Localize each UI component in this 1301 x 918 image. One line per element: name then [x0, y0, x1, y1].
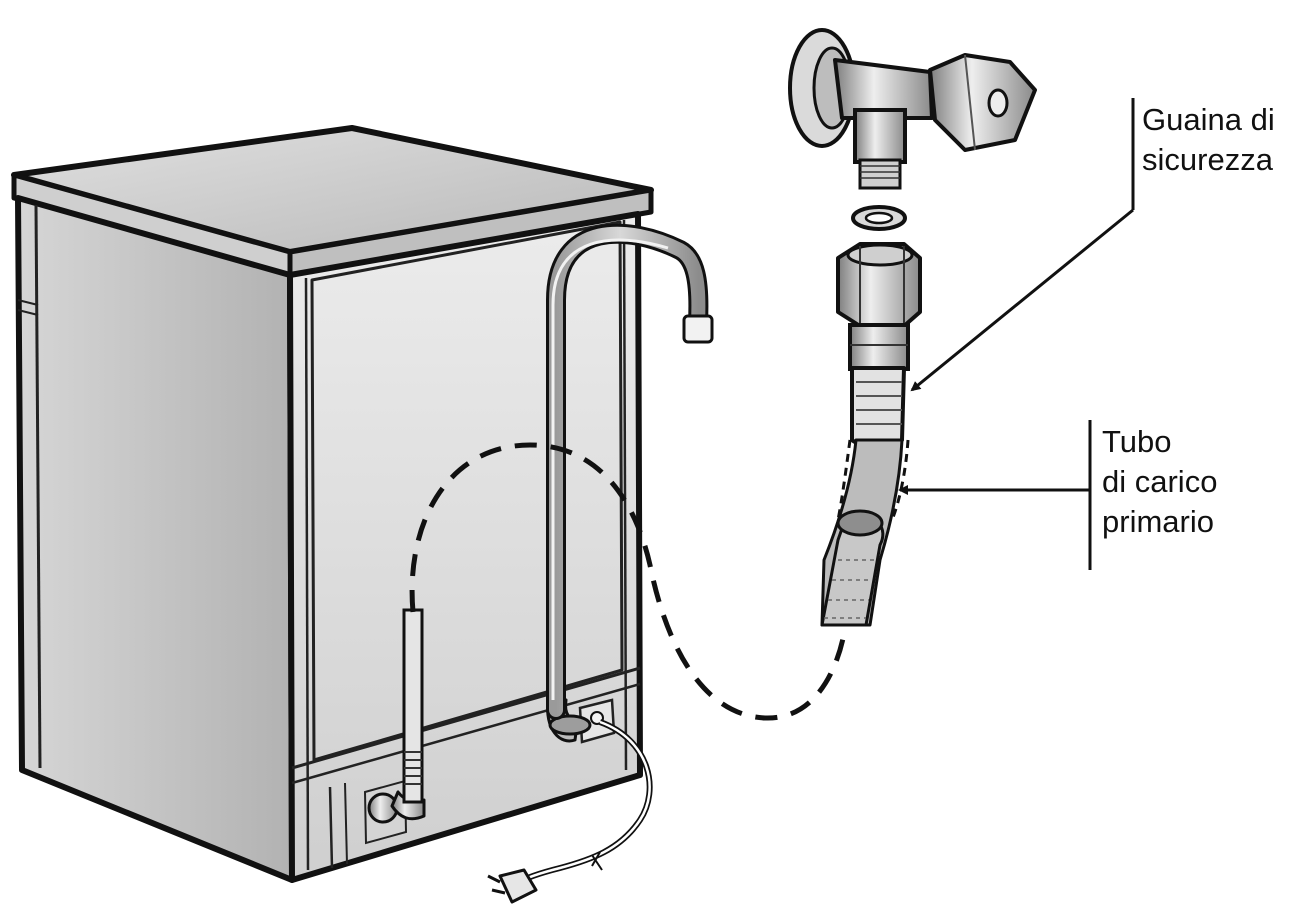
water-inlet-fitting: [363, 779, 426, 845]
sealing-washer: [851, 205, 907, 231]
label-safety-sheath-line-1: Guaina di: [1142, 102, 1275, 137]
drain-hose: [546, 223, 714, 720]
power-plug: [487, 868, 538, 904]
tap-handle: [928, 53, 1037, 152]
callout-supply-hose: Tubo di carico primario: [898, 420, 1226, 570]
label-supply-hose: Tubo di carico primario: [1102, 424, 1226, 539]
drain-hose-end: [682, 314, 714, 344]
dishwasher-back-panel: [287, 211, 643, 883]
callout-safety-sheath: Guaina di sicurezza: [910, 98, 1283, 392]
hose-route-dashed: [409, 442, 848, 721]
supply-hose-assembly: [820, 242, 922, 627]
label-supply-hose-line-2: di carico: [1102, 464, 1217, 499]
power-socket: [578, 698, 616, 744]
label-supply-hose-line-3: primario: [1102, 504, 1214, 539]
safety-sheath: [850, 366, 906, 449]
label-safety-sheath-line-2: sicurezza: [1142, 142, 1274, 177]
label-safety-sheath: Guaina di sicurezza: [1142, 102, 1283, 177]
water-tap: [788, 28, 1037, 190]
inlet-connection-pipe: [402, 608, 424, 804]
power-cord: [487, 719, 653, 904]
dishwasher-side-panel: [15, 195, 295, 883]
label-supply-hose-line-1: Tubo: [1102, 424, 1172, 459]
